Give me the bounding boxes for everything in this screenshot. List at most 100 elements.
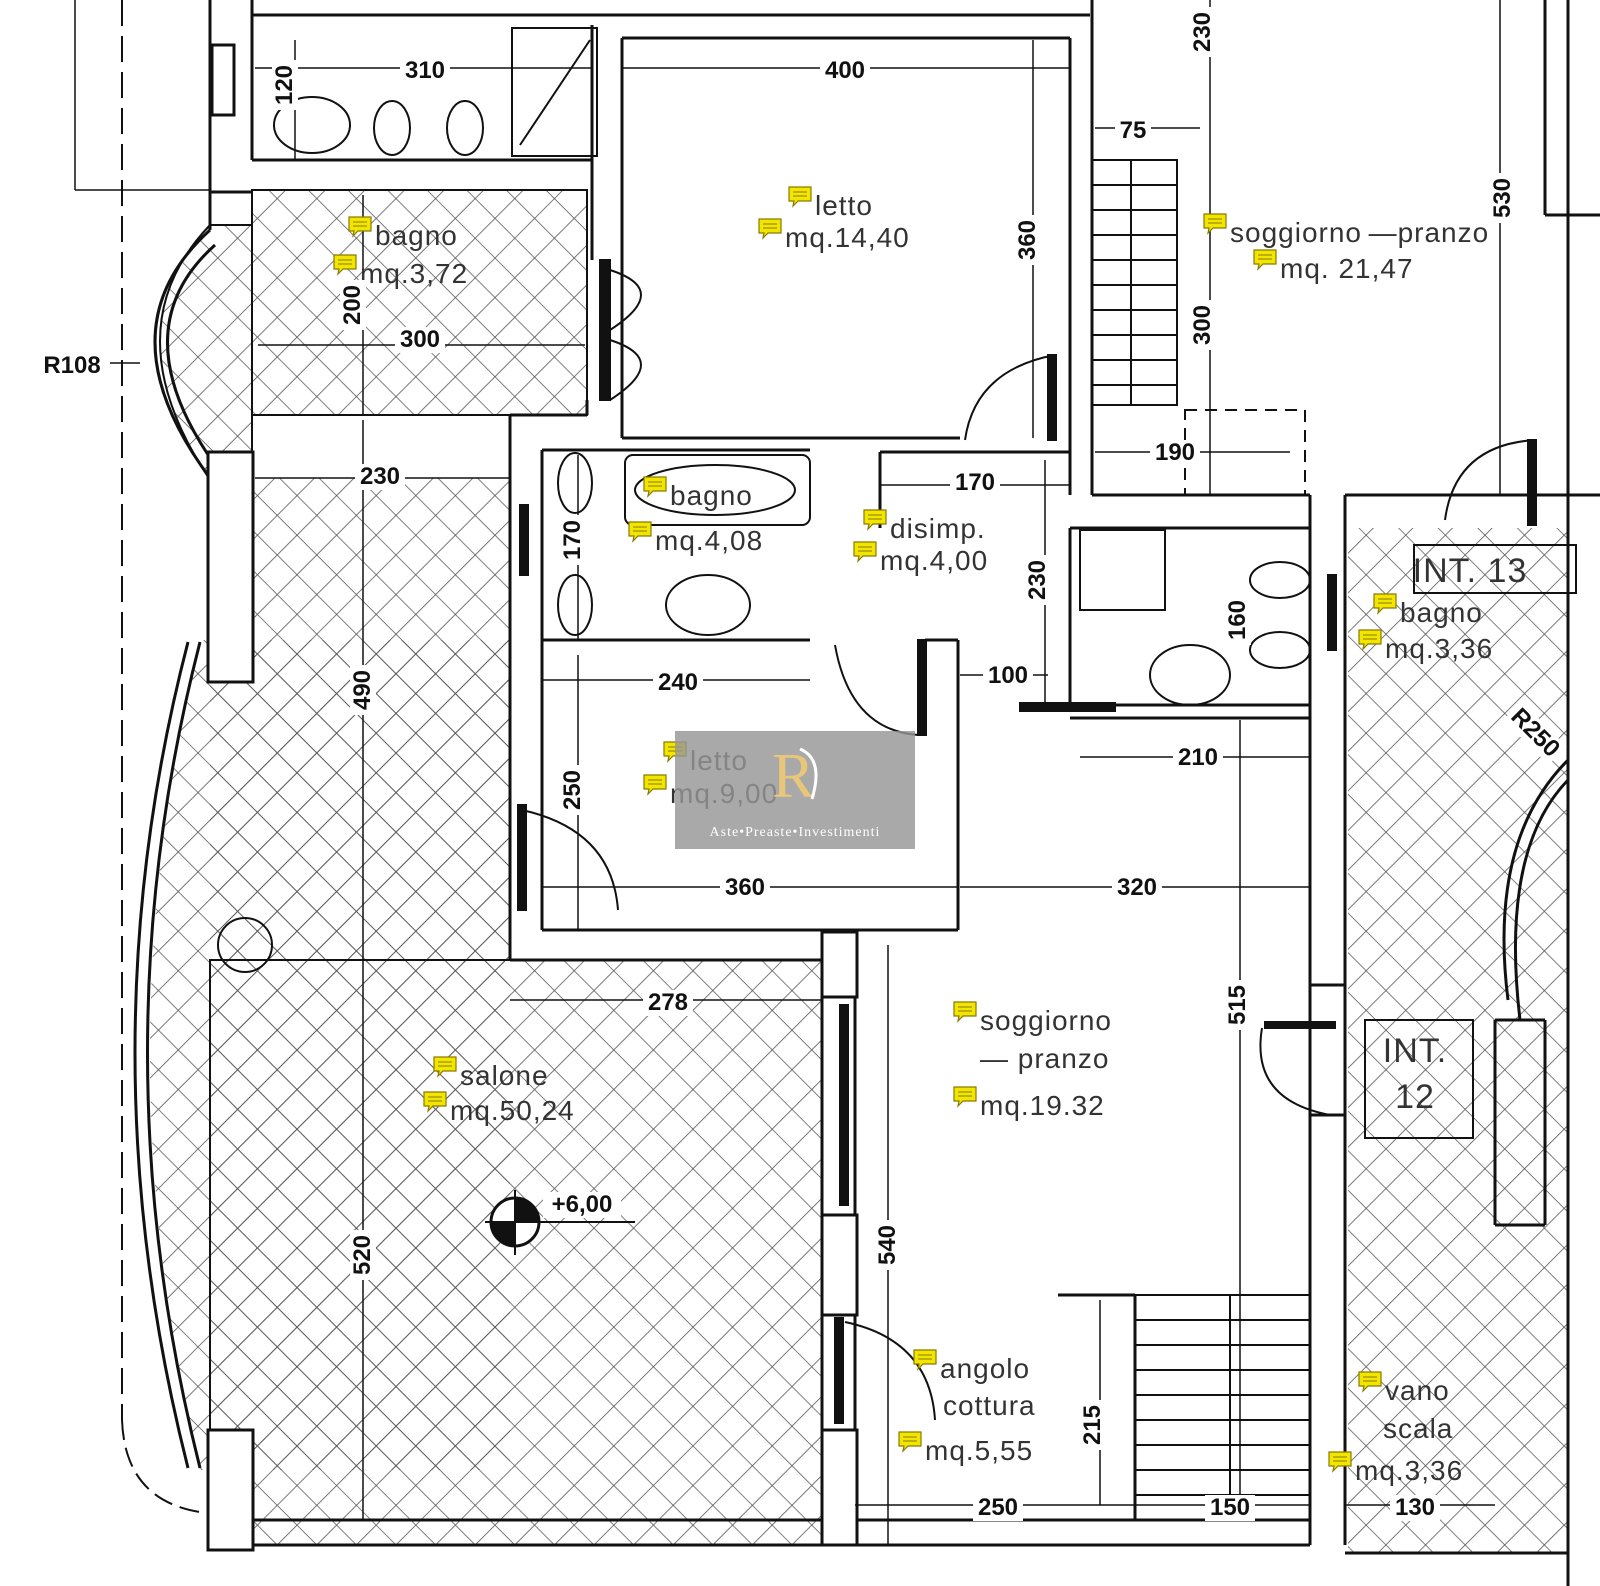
room-area: mq.19.32	[980, 1090, 1105, 1121]
dimension-label: 170	[559, 520, 586, 560]
dimension-label: 230	[1189, 12, 1216, 52]
dimension-group: 360	[720, 874, 770, 901]
dimension-label: 360	[1014, 220, 1041, 260]
dimension-group: 515	[1224, 980, 1251, 1030]
dimension-group: 130	[1390, 1494, 1440, 1521]
room-name: bagno	[670, 480, 753, 511]
dimension-group: 150	[1205, 1494, 1255, 1521]
dimension-label: 230	[360, 463, 400, 490]
logo-tagline: Aste•Preaste•Investimenti	[709, 825, 881, 840]
dimension-group: 230	[355, 463, 405, 490]
unit-labels: INT. 13 INT. 12	[1383, 552, 1528, 1116]
dimension-label: 120	[271, 65, 298, 105]
dimension-group: 310	[400, 57, 450, 84]
dimension-label: 100	[988, 662, 1028, 689]
dimension-group: 170	[559, 515, 586, 565]
dimension-label: 530	[1489, 178, 1516, 218]
dimension-group: 75	[1115, 117, 1151, 144]
wall-piers	[206, 43, 1347, 1552]
dimension-label: 130	[1395, 1494, 1435, 1521]
dimension-group: 160	[1224, 595, 1251, 645]
dimension-group: R108	[40, 352, 104, 379]
room-name: soggiorno —pranzo	[1230, 217, 1489, 248]
dimension-group: 215	[1079, 1400, 1106, 1450]
room-name-sub: — pranzo	[980, 1043, 1109, 1074]
dimension-label: 190	[1155, 439, 1195, 466]
dimension-label: 215	[1079, 1405, 1106, 1445]
room-area: mq.3,72	[360, 258, 468, 289]
dimension-group: 540	[874, 1220, 901, 1270]
comment-icon	[1328, 1451, 1352, 1473]
dimension-group: +6,00	[543, 1191, 621, 1218]
room-name-sub: scala	[1383, 1413, 1453, 1444]
dimension-label: 320	[1117, 874, 1157, 901]
unit-label: INT. 13	[1413, 552, 1528, 590]
svg-text:R: R	[772, 740, 815, 809]
dimension-group: 490	[349, 665, 376, 715]
watermark-logo: R Aste•Preaste•Investimenti	[675, 731, 915, 849]
dimension-label: 300	[400, 326, 440, 353]
comment-icon	[953, 1086, 977, 1108]
doors	[517, 259, 1537, 1424]
unit-label: 12	[1395, 1078, 1435, 1116]
dimension-group: 300	[395, 326, 445, 353]
comment-icon	[423, 1091, 447, 1113]
comment-icon	[1253, 249, 1277, 271]
comment-icon	[1203, 213, 1227, 235]
dimension-label: 170	[955, 469, 995, 496]
dimension-group: 240	[653, 669, 703, 696]
room-name: bagno	[1400, 597, 1483, 628]
comment-icon	[433, 1056, 457, 1078]
stairs	[1091, 159, 1311, 1521]
comment-icon	[953, 1001, 977, 1023]
comment-icon	[1358, 629, 1382, 651]
room-name: soggiorno	[980, 1005, 1112, 1036]
dimension-group: 190	[1150, 439, 1200, 466]
room-area: mq.50,24	[450, 1095, 575, 1126]
dimension-label: 300	[1189, 305, 1216, 345]
dimension-label: 520	[349, 1235, 376, 1275]
dimension-group: 200	[339, 280, 366, 330]
room-name: vano	[1385, 1375, 1450, 1406]
dimension-label: 75	[1120, 117, 1147, 144]
unit-label: INT.	[1383, 1032, 1447, 1070]
comment-icon	[1358, 1371, 1382, 1393]
room-area: mq. 21,47	[1280, 253, 1414, 284]
room-area: mq.4,08	[655, 525, 763, 556]
comment-icon	[643, 774, 667, 796]
dimension-label: 230	[1024, 560, 1051, 600]
comment-icon	[863, 509, 887, 531]
dimension-label: 310	[405, 57, 445, 84]
comment-icon	[898, 1431, 922, 1453]
room-name: angolo	[940, 1353, 1030, 1384]
sanitary-fixtures	[217, 27, 1311, 973]
dimension-group: 170	[950, 469, 1000, 496]
dimension-label: 250	[978, 1494, 1018, 1521]
dimension-group: 278	[643, 989, 693, 1016]
dimension-label: 200	[339, 285, 366, 325]
comment-icon	[628, 521, 652, 543]
dimension-group: 530	[1489, 173, 1516, 223]
dimension-group: 250	[559, 765, 586, 815]
logo-mark-icon: R	[772, 740, 818, 809]
dimension-label: 515	[1224, 985, 1251, 1025]
comment-icon	[643, 476, 667, 498]
room-name-sub: cottura	[943, 1390, 1036, 1421]
dimension-group: 300	[1189, 300, 1216, 350]
comment-icon	[348, 216, 372, 238]
walls	[208, 0, 1600, 1586]
comment-icon	[913, 1349, 937, 1371]
comment-icon	[758, 218, 782, 240]
dimension-label: 278	[648, 989, 688, 1016]
dimension-label: 150	[1210, 1494, 1250, 1521]
int13-box	[1413, 544, 1577, 594]
dimension-label: 540	[874, 1225, 901, 1265]
room-area: mq.4,00	[880, 545, 988, 576]
room-area: mq.3,36	[1385, 633, 1493, 664]
dimension-group: 210	[1173, 744, 1223, 771]
room-area: mq.3,36	[1355, 1455, 1463, 1486]
dimension-group: 250	[973, 1494, 1023, 1521]
dimension-label: 250	[559, 770, 586, 810]
